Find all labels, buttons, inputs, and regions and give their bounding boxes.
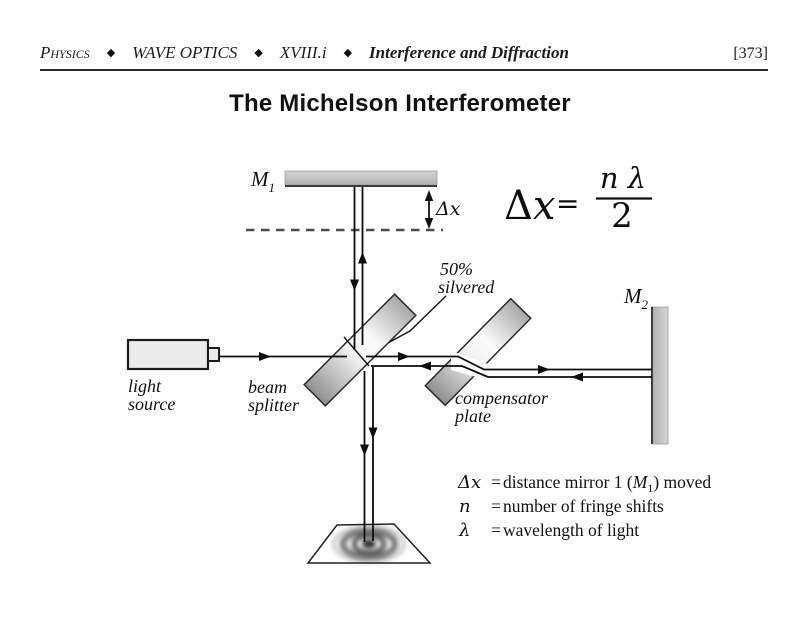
arrow-up-icon <box>424 190 434 201</box>
arrow-down-icon <box>360 444 369 456</box>
arrow-right-icon <box>398 352 410 361</box>
delta-x-arrow <box>424 190 434 229</box>
detector-screen-outline <box>306 523 432 564</box>
light-source-box <box>126 338 210 371</box>
compensator-label-line2: plate <box>453 406 491 426</box>
compensator-label-line1: compensator <box>455 388 549 408</box>
legend-text-dx: distance mirror 1 (M1) moved <box>503 472 711 495</box>
beam-lines <box>219 187 652 542</box>
page-header: Physics ◆ WAVE OPTICS ◆ XVIII.i ◆ Interf… <box>40 36 768 71</box>
compensator-plate <box>424 297 532 407</box>
fringe-pattern <box>332 525 406 563</box>
mirror1-bar <box>284 170 438 186</box>
light-source-nozzle <box>207 347 220 362</box>
arrow-right-icon <box>259 352 271 361</box>
header-subject: Physics <box>40 43 90 62</box>
legend-eq: = <box>491 472 501 492</box>
formula: Δx = n λ 2 <box>504 161 652 236</box>
beam-splitter-label-line1: beam <box>248 377 287 397</box>
light-source-label-line2: source <box>128 394 175 414</box>
diamond-icon: ◆ <box>254 47 263 59</box>
beam-splitter-label-line2: splitter <box>248 395 300 415</box>
header-unit: WAVE OPTICS <box>132 43 238 62</box>
arrow-up-icon <box>358 252 367 264</box>
silvered-label-line2: silvered <box>438 277 495 297</box>
mirror2-bar <box>651 306 669 445</box>
header-topic: Interference and Diffraction <box>369 43 569 62</box>
header-section: XVIII.i <box>279 43 327 62</box>
page-number: [373] <box>733 45 768 62</box>
mirror1-label: M1 <box>250 167 275 195</box>
legend-symbol-dx: Δx <box>457 472 481 493</box>
arrow-left-icon <box>571 372 583 382</box>
beam-right-upper <box>366 355 652 371</box>
legend-eq: = <box>491 520 501 540</box>
arrow-right-icon <box>538 365 550 374</box>
beam-splitter-plate <box>303 293 417 407</box>
legend-text-n: number of fringe shifts <box>503 496 664 516</box>
legend-symbol-n: n <box>459 496 471 517</box>
arrow-left-icon <box>419 361 431 371</box>
legend-text-lambda: wavelength of light <box>503 520 639 540</box>
diamond-icon: ◆ <box>343 47 353 59</box>
legend-eq: = <box>491 496 501 516</box>
formula-lhs: Δx <box>504 183 555 229</box>
formula-denominator: 2 <box>611 196 633 236</box>
beam-arrows <box>259 252 583 456</box>
delta-x-label: Δx <box>435 198 461 220</box>
silvered-label-line1: 50% <box>440 259 473 279</box>
arrow-down-icon <box>350 279 359 291</box>
formula-equals: = <box>556 187 579 220</box>
mirror2-label: M2 <box>623 284 649 312</box>
beam-splitter-cross-line <box>343 336 370 367</box>
legend-symbol-lambda: λ <box>458 520 470 541</box>
diamond-icon: ◆ <box>106 47 116 59</box>
beam-right-lower <box>371 365 652 378</box>
arrow-down-icon <box>424 218 434 229</box>
arrow-down-icon <box>368 427 378 439</box>
light-source-label-line1: light <box>128 376 162 396</box>
page-title: The Michelson Interferometer <box>229 90 571 117</box>
legend: Δx = distance mirror 1 (M1) moved n = nu… <box>457 472 711 541</box>
formula-numerator: n λ <box>600 161 646 195</box>
